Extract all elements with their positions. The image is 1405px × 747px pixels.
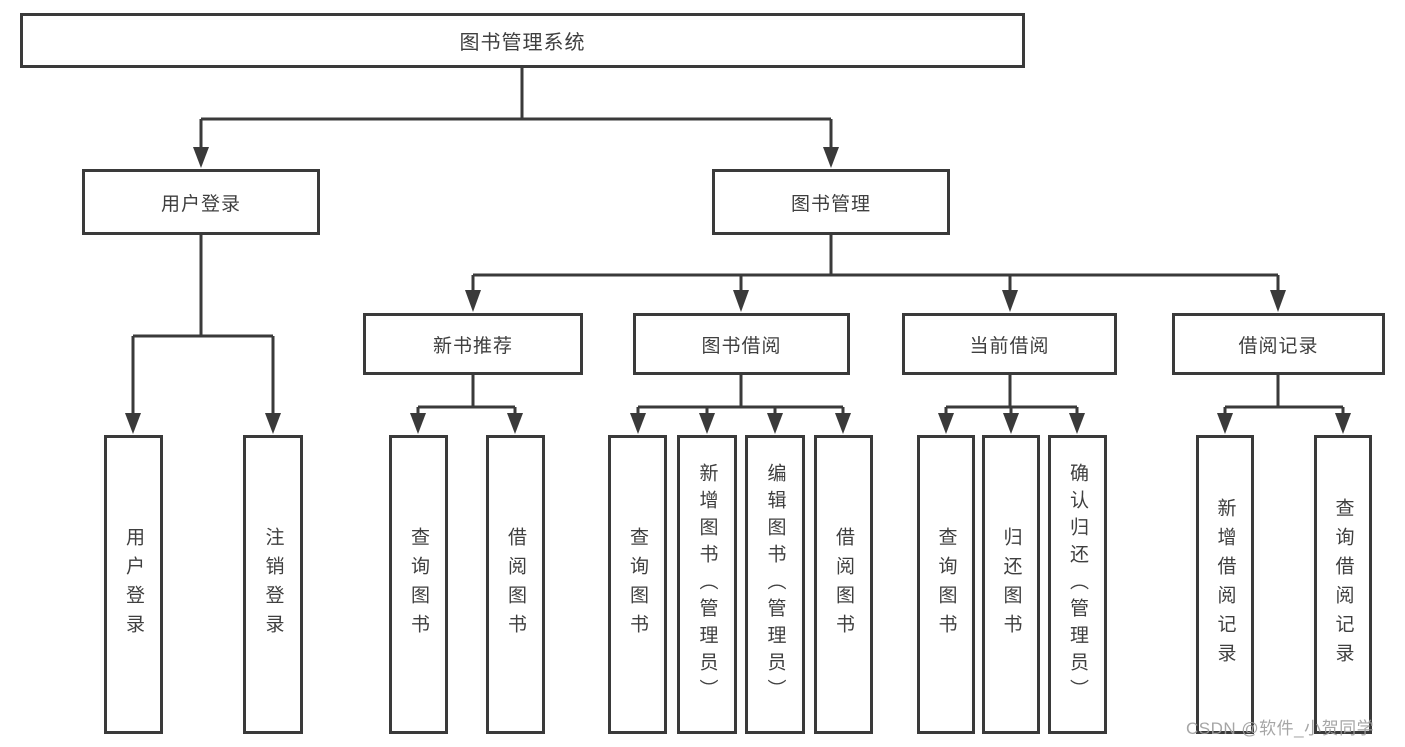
node-current-borrowing: 当前借阅 bbox=[902, 313, 1117, 375]
leaf-edit-books-admin: 编辑图书（管理员） bbox=[745, 435, 805, 734]
arrowhead-icon bbox=[1069, 413, 1085, 434]
leaf-return-books: 归还图书 bbox=[982, 435, 1040, 734]
node-new-book-recommendation: 新书推荐 bbox=[363, 313, 583, 375]
node-label: 新书推荐 bbox=[432, 335, 513, 357]
leaf-add-books-admin: 新增图书（管理员） bbox=[677, 435, 737, 734]
node-book-borrowing: 图书借阅 bbox=[633, 313, 850, 375]
node-label: 注销登录 bbox=[262, 526, 284, 643]
node-label: 查询图书 bbox=[935, 526, 957, 643]
leaf-query-books-borrowing: 查询图书 bbox=[608, 435, 667, 734]
connector-line bbox=[636, 375, 845, 414]
arrowhead-icon bbox=[630, 413, 646, 434]
node-label: 图书管理系统 bbox=[459, 32, 586, 54]
connector-root-to-level2 bbox=[193, 68, 839, 168]
connector-newbooks-to-leaves bbox=[410, 375, 523, 434]
arrowhead-icon bbox=[733, 290, 749, 312]
arrowhead-icon bbox=[823, 147, 839, 168]
arrowhead-icon bbox=[699, 413, 715, 434]
leaf-borrow-books-newbooks: 借阅图书 bbox=[486, 435, 545, 734]
leaf-query-borrow-record: 查询借阅记录 bbox=[1314, 435, 1372, 734]
node-label: 用户登录 bbox=[123, 526, 144, 643]
arrowhead-icon bbox=[1217, 413, 1233, 434]
leaf-logout: 注销登录 bbox=[243, 435, 303, 734]
arrowhead-icon bbox=[1003, 413, 1019, 434]
node-root-system: 图书管理系统 bbox=[20, 13, 1025, 68]
arrowhead-icon bbox=[1335, 413, 1351, 434]
leaf-query-books-newbooks: 查询图书 bbox=[389, 435, 448, 734]
arrowhead-icon bbox=[938, 413, 954, 434]
arrowhead-icon bbox=[265, 413, 281, 434]
node-label: 查询借阅记录 bbox=[1332, 497, 1354, 672]
arrowhead-icon bbox=[1002, 290, 1018, 312]
node-label: 编辑图书（管理员） bbox=[764, 463, 786, 706]
connector-line bbox=[416, 375, 517, 414]
node-label: 用户登录 bbox=[160, 193, 241, 215]
node-label: 图书管理 bbox=[790, 193, 871, 215]
node-book-management-module: 图书管理 bbox=[712, 169, 950, 235]
arrowhead-icon bbox=[193, 147, 209, 168]
node-label: 图书借阅 bbox=[701, 335, 782, 357]
leaf-confirm-return-admin: 确认归还（管理员） bbox=[1048, 435, 1107, 734]
arrowhead-icon bbox=[125, 413, 141, 434]
leaf-add-borrow-record: 新增借阅记录 bbox=[1196, 435, 1254, 734]
leaf-query-books-current: 查询图书 bbox=[917, 435, 975, 734]
connector-line bbox=[471, 235, 1280, 291]
node-label: 借阅记录 bbox=[1238, 335, 1319, 357]
arrowhead-icon bbox=[767, 413, 783, 434]
connector-login-to-leaves bbox=[125, 235, 281, 434]
node-label: 确认归还（管理员） bbox=[1067, 463, 1088, 706]
node-label: 新增图书（管理员） bbox=[696, 463, 718, 706]
csdn-watermark: CSDN @软件_小贺同学 bbox=[1186, 719, 1375, 738]
node-label: 当前借阅 bbox=[969, 335, 1050, 357]
arrowhead-icon bbox=[410, 413, 426, 434]
connector-line bbox=[131, 235, 275, 414]
node-label: 借阅图书 bbox=[833, 526, 854, 643]
arrowhead-icon bbox=[835, 413, 851, 434]
arrowhead-icon bbox=[507, 413, 523, 434]
arrowhead-icon bbox=[465, 290, 481, 312]
node-label: 归还图书 bbox=[1000, 526, 1022, 643]
connector-line bbox=[199, 68, 833, 149]
connector-records-to-leaves bbox=[1217, 375, 1351, 434]
node-label: 借阅图书 bbox=[505, 526, 526, 643]
connector-management-to-level3 bbox=[465, 235, 1286, 312]
node-user-login-module: 用户登录 bbox=[82, 169, 320, 235]
node-label: 查询图书 bbox=[408, 526, 429, 643]
leaf-user-login: 用户登录 bbox=[104, 435, 163, 734]
connector-line bbox=[944, 375, 1079, 414]
arrowhead-icon bbox=[1270, 290, 1286, 312]
connector-line bbox=[1223, 375, 1345, 414]
node-label: 新增借阅记录 bbox=[1214, 497, 1236, 672]
leaf-borrow-books: 借阅图书 bbox=[814, 435, 873, 734]
connector-borrowing-to-leaves bbox=[630, 375, 851, 434]
connector-current-to-leaves bbox=[938, 375, 1085, 434]
node-borrowing-records: 借阅记录 bbox=[1172, 313, 1385, 375]
node-label: 查询图书 bbox=[627, 526, 648, 643]
